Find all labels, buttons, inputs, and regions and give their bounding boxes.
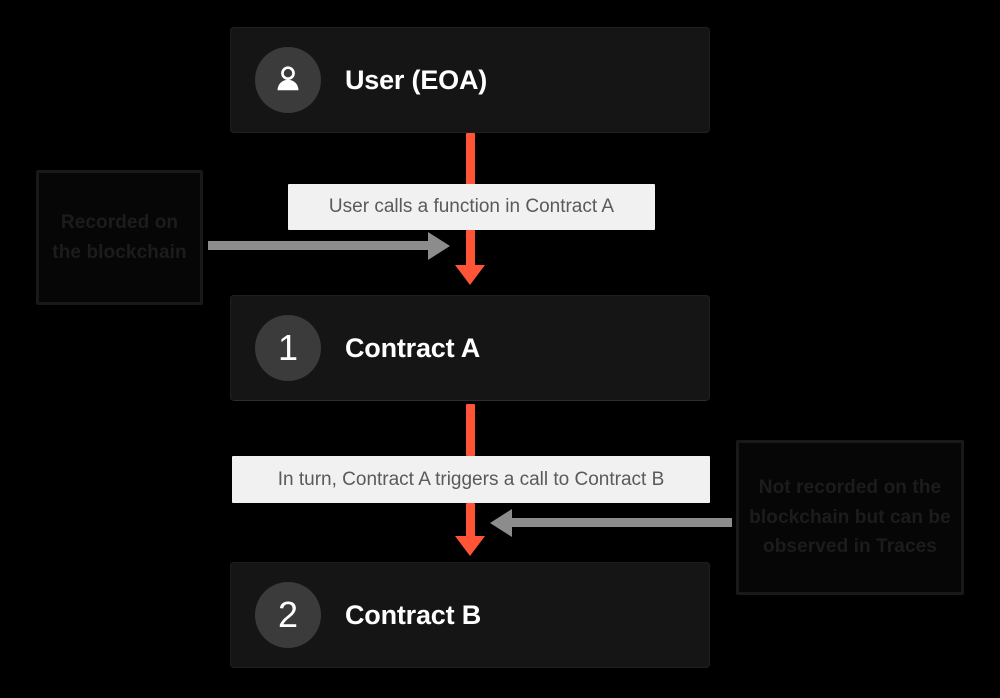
contract-b-badge: 2 [255, 582, 321, 648]
contract-a-underline [234, 400, 706, 401]
contract-b-number: 2 [277, 594, 299, 635]
caption-2-text: In turn, Contract A triggers a call to C… [277, 468, 665, 490]
node-label-user: User (EOA) [345, 64, 488, 95]
arrow-gray-head-right [490, 508, 512, 537]
node-contract-a[interactable]: 1 Contract A [230, 295, 710, 401]
caption-1-text: User calls a function in Contract A [328, 196, 615, 217]
contract-a-badge: 1 [255, 315, 321, 381]
node-contract-b[interactable]: 2 Contract B [230, 562, 710, 668]
arrow-orange-stem-2b [466, 503, 475, 541]
user-badge [255, 47, 321, 113]
arrow-orange-stem-1b [466, 230, 475, 270]
arrow-orange-stem-2a [466, 404, 475, 456]
person-icon [277, 66, 299, 91]
annotation-left-text: Recorded on the blockchain [52, 212, 187, 263]
caption-user-calls-contract-a: User calls a function in Contract A [288, 184, 655, 230]
contract-a-number: 1 [277, 327, 299, 368]
annotation-left-box: Recorded on the blockchain [36, 170, 203, 305]
arrow-gray-head-left [428, 231, 450, 260]
arrow-gray-stem-right [512, 518, 732, 527]
node-user-eoa[interactable]: User (EOA) [230, 27, 710, 133]
annotation-right-text: Not recorded on the blockchain but can b… [749, 477, 951, 558]
arrow-orange-head-2 [455, 536, 485, 556]
node-label-contract-a: Contract A [345, 332, 481, 363]
node-label-contract-b: Contract B [345, 599, 482, 630]
arrow-orange-head-1 [455, 265, 485, 285]
arrow-orange-stem-1a [466, 133, 475, 185]
arrow-gray-stem-left [208, 241, 430, 250]
caption-contract-a-triggers-contract-b: In turn, Contract A triggers a call to C… [232, 456, 710, 503]
annotation-right-box: Not recorded on the blockchain but can b… [736, 440, 964, 595]
